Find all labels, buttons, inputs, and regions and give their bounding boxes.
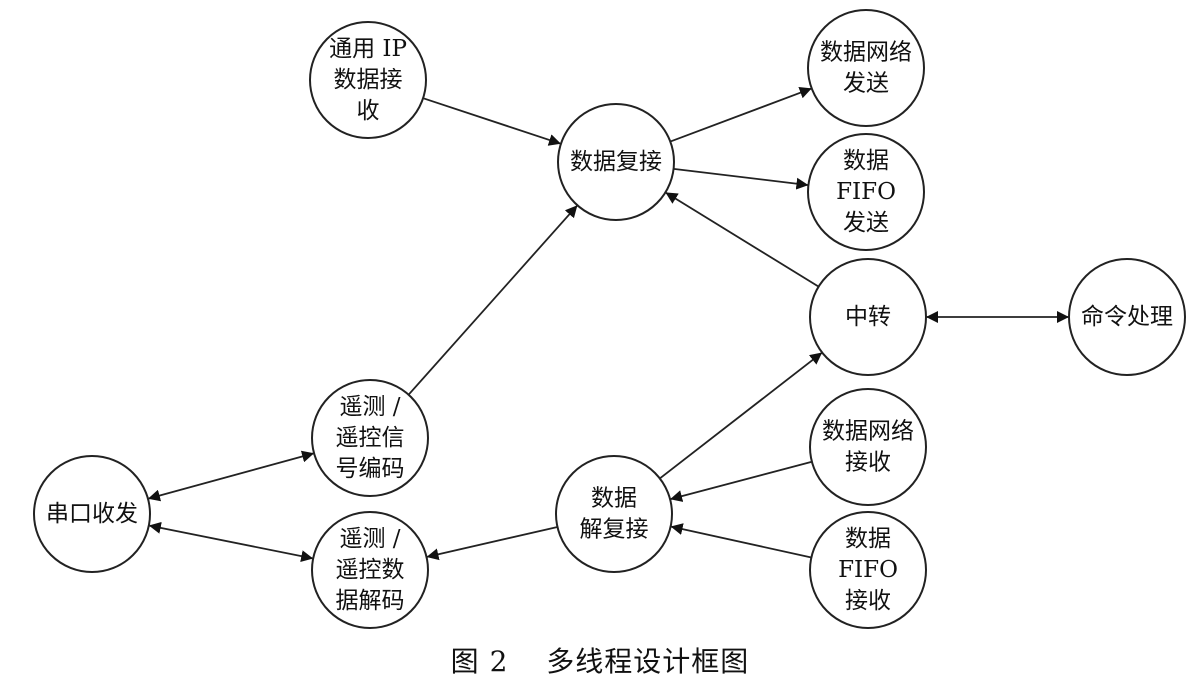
node-circle xyxy=(311,511,429,629)
node-label-line: 数据 xyxy=(591,486,637,512)
node-label-line: 数据接 xyxy=(334,67,403,93)
node-label-line: 号编码 xyxy=(336,456,405,482)
node-circle xyxy=(809,388,927,506)
node-circle xyxy=(555,455,673,573)
node-label-line: 数据网络 xyxy=(820,40,912,66)
node-label-line: 命令处理 xyxy=(1081,304,1173,330)
node-label-line: 数据网络 xyxy=(822,419,914,445)
edge-line xyxy=(422,97,562,146)
figure-caption: 图 2 多线程设计框图 xyxy=(0,640,1200,680)
edge-line xyxy=(664,191,820,288)
node-label-line: 接收 xyxy=(845,588,891,614)
node-circle xyxy=(309,21,427,139)
edge-demux-to-tm-decode xyxy=(426,526,558,561)
node-label-line: 通用 IP xyxy=(329,36,407,62)
node-label-line: 中转 xyxy=(845,304,891,330)
edge-line xyxy=(669,460,813,502)
edge-line xyxy=(148,521,314,563)
node-serial: 串口收发 xyxy=(33,455,151,573)
edge-line xyxy=(426,526,558,561)
edge-line xyxy=(670,523,812,559)
edge-line xyxy=(659,351,823,480)
edge-net-recv-to-demux xyxy=(669,460,813,502)
node-label-line: 数据复接 xyxy=(570,149,662,175)
node-label-line: 遥控数 xyxy=(336,557,405,583)
node-label-line: 数据 xyxy=(843,148,889,174)
thread-design-diagram: 通用 IP数据接收数据复接数据网络发送数据FIFO发送中转命令处理遥测 /遥控信… xyxy=(33,9,1186,629)
nodes-layer: 通用 IP数据接收数据复接数据网络发送数据FIFO发送中转命令处理遥测 /遥控信… xyxy=(33,9,1186,629)
edge-line xyxy=(407,204,579,396)
node-label-line: 发送 xyxy=(843,71,889,97)
figure-number: 图 2 xyxy=(450,645,509,678)
node-label-line: 串口收发 xyxy=(46,501,138,527)
node-label-line: 解复接 xyxy=(580,517,649,543)
node-fifo-recv: 数据 FIFO 接收 xyxy=(809,511,927,629)
node-circle xyxy=(557,103,675,221)
edge-demux-to-relay xyxy=(659,351,823,480)
edge-line xyxy=(147,450,315,502)
node-label-line: 发送 xyxy=(843,210,889,236)
node-cmd: 命令处理 xyxy=(1068,258,1186,376)
node-circle xyxy=(807,9,925,127)
node-circle xyxy=(807,133,925,251)
node-label-line: FIFO xyxy=(836,179,896,205)
node-label-line: FIFO xyxy=(838,557,898,583)
node-fifo-send: 数据 FIFO 发送 xyxy=(807,133,925,251)
edge-line xyxy=(669,87,813,143)
edge-serial-to-tm-encode xyxy=(147,450,315,502)
node-label-line: 遥控信 xyxy=(336,425,405,451)
node-relay: 中转 xyxy=(809,258,927,376)
edge-mux-to-net-send xyxy=(669,87,813,143)
node-circle xyxy=(33,455,151,573)
node-label-line: 接收 xyxy=(845,450,891,476)
edge-fifo-recv-to-demux xyxy=(670,523,812,559)
node-circle xyxy=(311,379,429,497)
edge-relay-to-mux xyxy=(664,191,820,288)
figure-title: 多线程设计框图 xyxy=(546,645,750,678)
edge-ip-recv-to-mux xyxy=(422,97,562,146)
node-label-line: 收 xyxy=(357,98,380,124)
edge-mux-to-fifo-send xyxy=(673,168,809,190)
node-label-line: 遥测 / xyxy=(339,526,400,552)
node-label-line: 遥测 / xyxy=(339,394,400,420)
node-label-line: 数据 xyxy=(845,526,891,552)
edge-tm-encode-to-mux xyxy=(407,204,579,396)
edges-layer xyxy=(147,87,1069,563)
node-mux: 数据复接 xyxy=(557,103,675,221)
node-label-line: 据解码 xyxy=(336,588,405,614)
node-circle xyxy=(809,258,927,376)
node-circle xyxy=(1068,258,1186,376)
edge-serial-to-tm-decode xyxy=(148,521,314,563)
edge-line xyxy=(673,168,809,190)
node-circle xyxy=(809,511,927,629)
